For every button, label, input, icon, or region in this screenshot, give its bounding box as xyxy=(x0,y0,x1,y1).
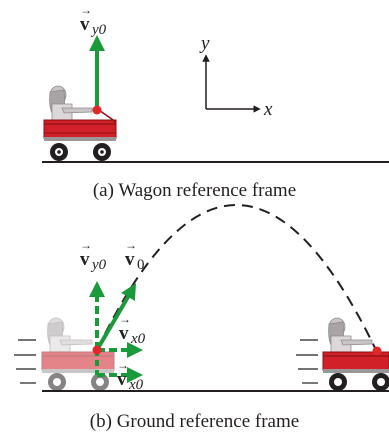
svg-text:v: v xyxy=(125,249,135,270)
axes-a: y x xyxy=(199,33,273,120)
svg-text:→: → xyxy=(80,3,92,17)
child-figure-a xyxy=(49,85,93,123)
svg-text:y0: y0 xyxy=(90,257,107,273)
svg-text:→: → xyxy=(119,312,131,326)
v0-label-b: v → 0 xyxy=(125,238,145,273)
svg-text:→: → xyxy=(80,238,92,252)
svg-text:v: v xyxy=(117,369,127,390)
wagon-b-right xyxy=(322,317,389,391)
svg-text:→: → xyxy=(117,358,129,372)
ball-b-launch xyxy=(92,345,102,355)
panel-a: v → y0 y x xyxy=(42,3,389,163)
svg-text:y0: y0 xyxy=(90,22,107,38)
motion-lines-right xyxy=(296,339,318,384)
vy0-label-a: v → y0 xyxy=(80,3,107,38)
caption-panel-b: (b) Ground reference frame xyxy=(89,411,300,432)
vy0-label-b: v → y0 xyxy=(80,238,107,273)
axis-y-label: y xyxy=(199,33,210,54)
svg-text:0: 0 xyxy=(137,257,145,273)
caption-panel-a: (a) Wagon reference frame xyxy=(92,180,297,201)
vx0-label-upper: v → x0 xyxy=(119,312,146,347)
axis-x-label: x xyxy=(263,99,273,120)
vx0-label-lower: v → x0 xyxy=(117,358,144,393)
svg-text:v: v xyxy=(80,14,90,35)
panel-b: v → y0 v → 0 v → x0 v → x0 xyxy=(14,204,389,393)
svg-text:v: v xyxy=(119,323,129,344)
v0-vector-b xyxy=(95,283,137,352)
svg-text:v: v xyxy=(80,249,90,270)
ball-a xyxy=(92,105,102,115)
motion-lines-left xyxy=(14,339,36,384)
svg-text:→: → xyxy=(125,238,137,252)
wagon-b-left xyxy=(41,317,115,391)
svg-text:x0: x0 xyxy=(130,331,146,347)
wagon-a xyxy=(43,85,117,161)
launch-vectors xyxy=(89,281,143,383)
svg-text:x0: x0 xyxy=(128,377,144,393)
trajectory-path xyxy=(96,204,377,351)
ball-b-landing xyxy=(372,346,382,356)
wagon-body-a xyxy=(43,119,117,139)
